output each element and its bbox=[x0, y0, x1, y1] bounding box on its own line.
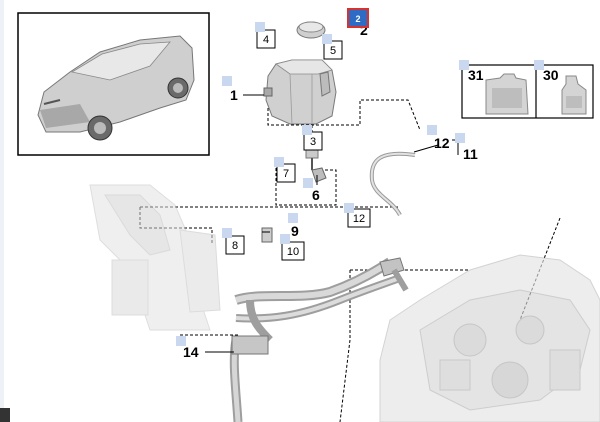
left-edge-strip bbox=[0, 0, 4, 422]
marker-9[interactable] bbox=[288, 213, 298, 223]
tank-cap[interactable] bbox=[296, 21, 326, 39]
callout-6[interactable]: 6 bbox=[312, 187, 320, 203]
clamp-part-5[interactable] bbox=[319, 71, 331, 97]
marker-3[interactable] bbox=[302, 125, 312, 135]
main-coolant-hose-14[interactable] bbox=[229, 257, 409, 422]
marker-4[interactable] bbox=[255, 22, 265, 32]
marker-30[interactable] bbox=[534, 60, 544, 70]
callout-31: 31 bbox=[468, 67, 484, 83]
oil-bottle[interactable] bbox=[561, 75, 587, 115]
engine-block[interactable] bbox=[379, 254, 600, 422]
callout-2[interactable]: 2 bbox=[360, 22, 368, 38]
svg-text:7: 7 bbox=[283, 168, 289, 180]
svg-text:3: 3 bbox=[310, 136, 316, 148]
vehicle-image bbox=[37, 35, 195, 141]
callout-9[interactable]: 9 bbox=[291, 223, 299, 239]
marker-8[interactable] bbox=[222, 228, 232, 238]
marker-6[interactable] bbox=[303, 178, 313, 188]
boxed-callout-10[interactable]: 10 bbox=[281, 241, 305, 261]
marker-14[interactable] bbox=[176, 336, 186, 346]
callout-1[interactable]: 1 bbox=[230, 87, 238, 103]
boxed-callout-12-lower[interactable]: 12 bbox=[347, 208, 371, 228]
callout-12-upper[interactable]: 12 bbox=[434, 135, 450, 151]
marker-31[interactable] bbox=[459, 60, 469, 70]
svg-text:5: 5 bbox=[330, 45, 336, 57]
marker-7[interactable] bbox=[274, 157, 284, 167]
boxed-callout-3[interactable]: 3 bbox=[303, 131, 323, 151]
engine-bay-frame bbox=[89, 184, 221, 331]
boxed-callout-8[interactable]: 8 bbox=[225, 235, 245, 255]
boxed-callout-5[interactable]: 5 bbox=[323, 40, 343, 60]
svg-text:4: 4 bbox=[263, 34, 269, 46]
boxed-callout-4[interactable]: 4 bbox=[256, 29, 276, 49]
callout-30: 30 bbox=[543, 67, 559, 83]
marker-12-lower[interactable] bbox=[344, 203, 354, 213]
vehicle-thumbnail[interactable] bbox=[17, 12, 210, 156]
svg-text:10: 10 bbox=[287, 246, 299, 258]
coolant-canister[interactable] bbox=[485, 73, 529, 115]
callout-14[interactable]: 14 bbox=[183, 344, 199, 360]
marker-10[interactable] bbox=[280, 234, 290, 244]
clip-part-9[interactable] bbox=[261, 227, 273, 243]
marker-12-upper[interactable] bbox=[427, 125, 437, 135]
svg-text:2: 2 bbox=[355, 14, 360, 24]
corner-marker bbox=[0, 408, 10, 422]
vent-hose-12[interactable] bbox=[369, 151, 416, 217]
coolant-expansion-tank[interactable] bbox=[263, 59, 337, 125]
boxed-callout-7[interactable]: 7 bbox=[276, 163, 296, 183]
marker-5[interactable] bbox=[322, 34, 332, 44]
sensor-part-3[interactable] bbox=[305, 149, 319, 170]
clip-part-6[interactable] bbox=[311, 167, 327, 183]
marker-1[interactable] bbox=[222, 76, 232, 86]
svg-text:8: 8 bbox=[232, 240, 238, 252]
callout-11[interactable]: 11 bbox=[463, 146, 478, 162]
marker-11[interactable] bbox=[455, 133, 465, 143]
selected-marker-2[interactable]: 2 bbox=[347, 8, 369, 28]
svg-text:12: 12 bbox=[353, 213, 365, 225]
